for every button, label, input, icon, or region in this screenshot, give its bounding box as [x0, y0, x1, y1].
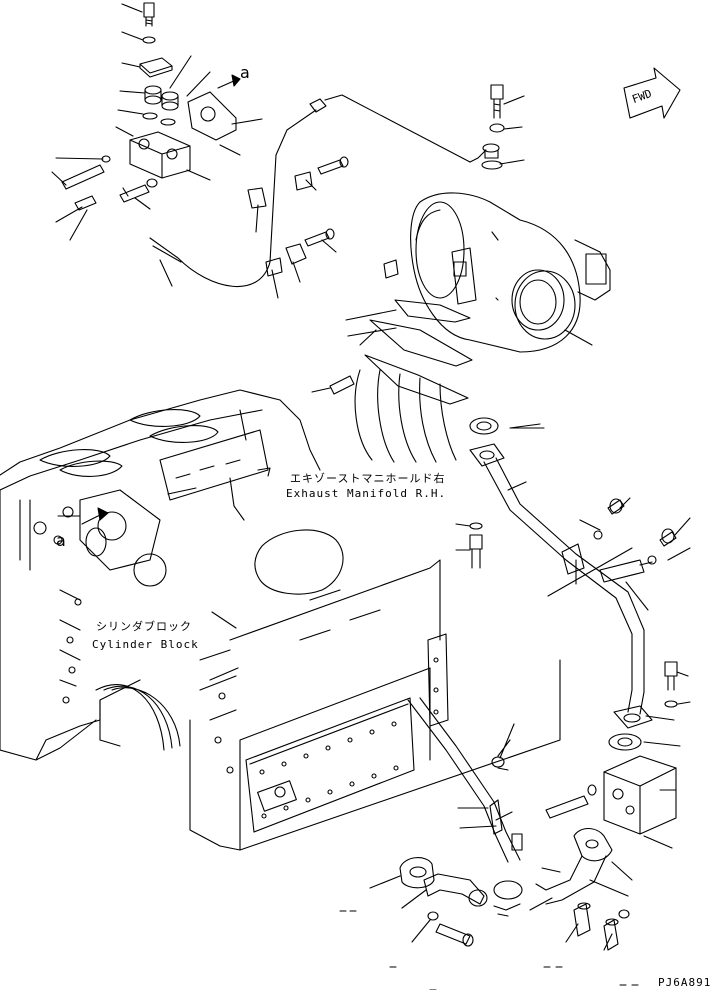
drawing-code: PJ6A891	[658, 976, 712, 989]
cylinder-block-label-jp: シリンダブロック	[96, 620, 192, 633]
cylinder-block-label-en: Cylinder Block	[92, 638, 199, 651]
exhaust-pipe	[455, 417, 691, 751]
detail-a-label-top: a	[240, 63, 250, 82]
lube-tube	[149, 94, 487, 299]
lower-pipe	[369, 697, 523, 947]
fwd-arrow	[623, 67, 681, 119]
exhaust-manifold	[311, 369, 457, 463]
mount-assembly	[51, 2, 263, 241]
adapter-block	[529, 755, 677, 951]
exhaust-manifold-label-en: Exhaust Manifold R.H.	[286, 487, 447, 500]
cylinder-block	[0, 389, 561, 851]
detail-a-label-left: a	[56, 531, 66, 550]
turbocharger	[345, 84, 611, 405]
exhaust-manifold-label-jp: エキゾーストマニホールド右	[290, 472, 446, 485]
